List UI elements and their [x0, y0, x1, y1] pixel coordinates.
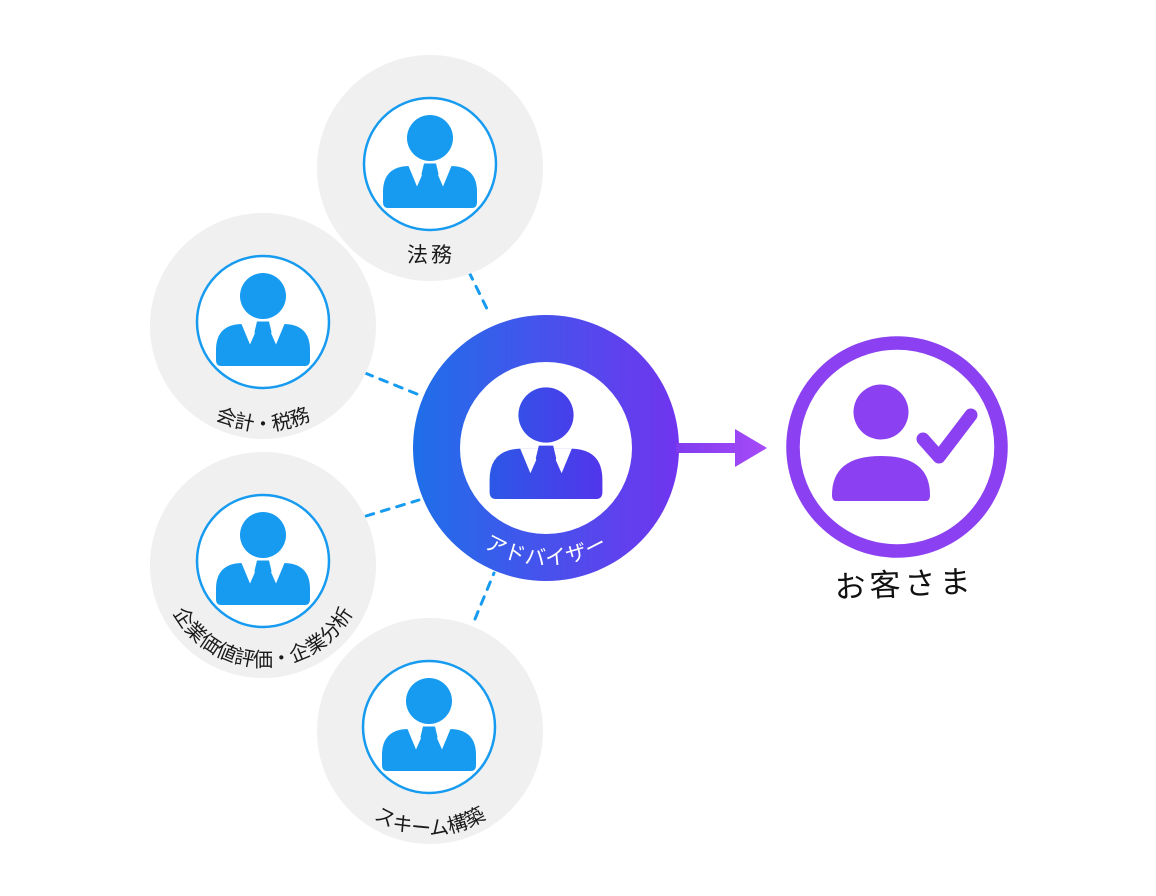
advisor-to-customer-arrow	[676, 429, 767, 467]
person-check-icon	[832, 384, 978, 501]
specialist-circle-legal: 法務	[317, 55, 543, 281]
arrow-head	[735, 429, 767, 467]
specialist-circle-scheme-building: スキーム構築	[317, 618, 543, 844]
customer-ring	[786, 336, 1008, 558]
connector-scheme-building	[473, 571, 496, 621]
person-head	[853, 384, 909, 440]
arrow-shaft	[676, 443, 738, 453]
connector-lines	[363, 270, 496, 621]
connector-accounting-tax	[363, 371, 419, 396]
specialist-circle-accounting-tax: 会計・税務	[150, 213, 376, 439]
advisor-hub-circle: アドバイザー	[413, 315, 679, 581]
connector-valuation-analysis	[364, 498, 421, 518]
customer-circle: お客さま	[786, 336, 1008, 605]
specialist-circle-valuation-analysis: 企業価値評価・企業分析	[150, 452, 376, 678]
specialist-label-legal: 法務	[407, 244, 455, 267]
check-mark-icon	[916, 408, 978, 464]
customer-label: お客さま	[834, 564, 975, 605]
person-body	[832, 456, 930, 501]
connector-legal	[467, 270, 491, 315]
